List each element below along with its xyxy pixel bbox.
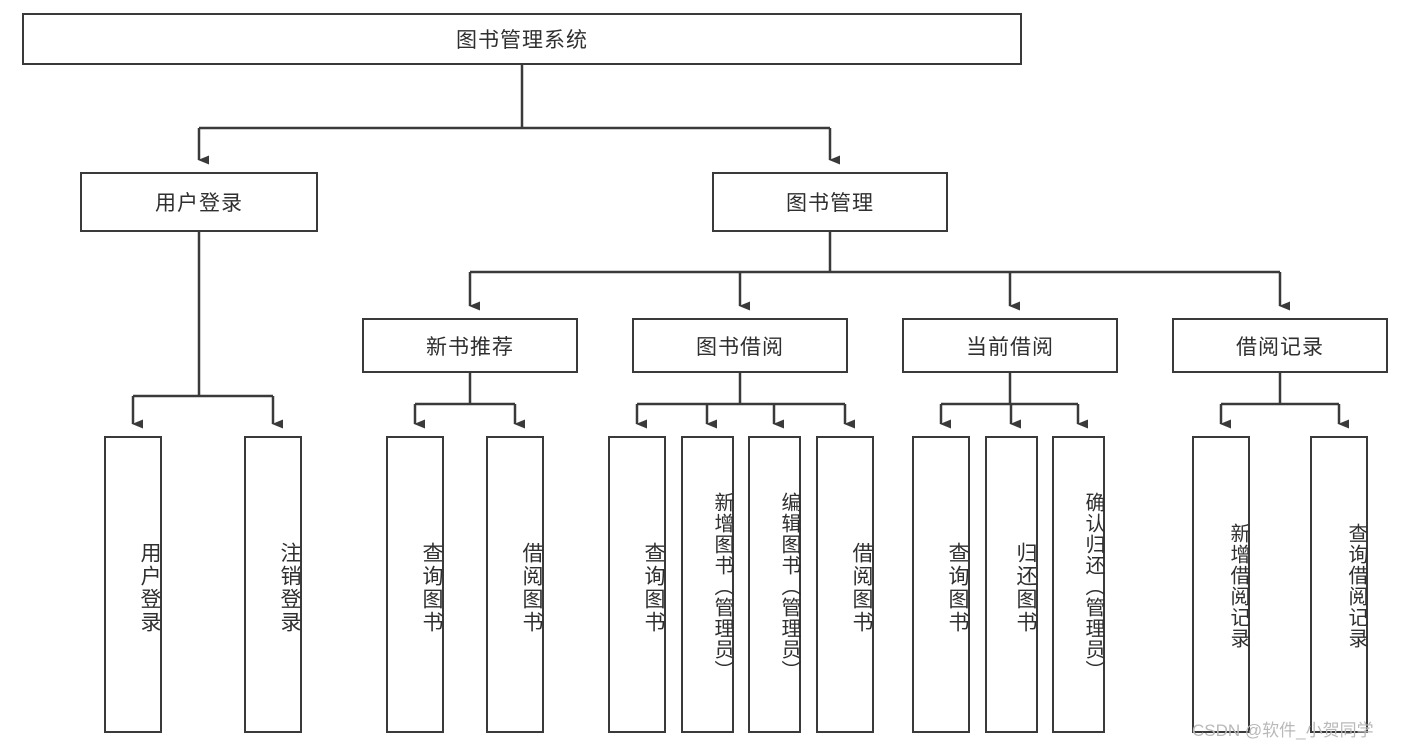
node-current-borrow[interactable]: 当前借阅 bbox=[902, 318, 1118, 373]
leaf-return-books[interactable]: 归还图书 bbox=[985, 436, 1038, 733]
node-book-borrow[interactable]: 图书借阅 bbox=[632, 318, 848, 373]
node-root-system[interactable]: 图书管理系统 bbox=[22, 13, 1022, 65]
leaf-logout[interactable]: 注销登录 bbox=[244, 436, 302, 733]
leaf-add-borrow-record[interactable]: 新增借阅记录 bbox=[1192, 436, 1250, 733]
leaf-add-book-admin[interactable]: 新增图书（管理员） bbox=[681, 436, 734, 733]
node-user-login[interactable]: 用户登录 bbox=[80, 172, 318, 232]
leaf-query-borrow-record[interactable]: 查询借阅记录 bbox=[1310, 436, 1368, 733]
leaf-borrow-books-recommend[interactable]: 借阅图书 bbox=[486, 436, 544, 733]
leaf-query-books-current[interactable]: 查询图书 bbox=[912, 436, 970, 733]
leaf-confirm-return-admin[interactable]: 确认归还（管理员） bbox=[1052, 436, 1105, 733]
node-new-book-recommend[interactable]: 新书推荐 bbox=[362, 318, 578, 373]
node-borrow-records[interactable]: 借阅记录 bbox=[1172, 318, 1388, 373]
leaf-user-login[interactable]: 用户登录 bbox=[104, 436, 162, 733]
leaf-borrow-books-borrow[interactable]: 借阅图书 bbox=[816, 436, 874, 733]
node-book-management[interactable]: 图书管理 bbox=[712, 172, 948, 232]
leaf-query-books-borrow[interactable]: 查询图书 bbox=[608, 436, 666, 733]
leaf-edit-book-admin[interactable]: 编辑图书（管理员） bbox=[748, 436, 801, 733]
csdn-watermark: CSDN @软件_小贺同学 bbox=[1192, 721, 1374, 740]
leaf-query-books-recommend[interactable]: 查询图书 bbox=[386, 436, 444, 733]
